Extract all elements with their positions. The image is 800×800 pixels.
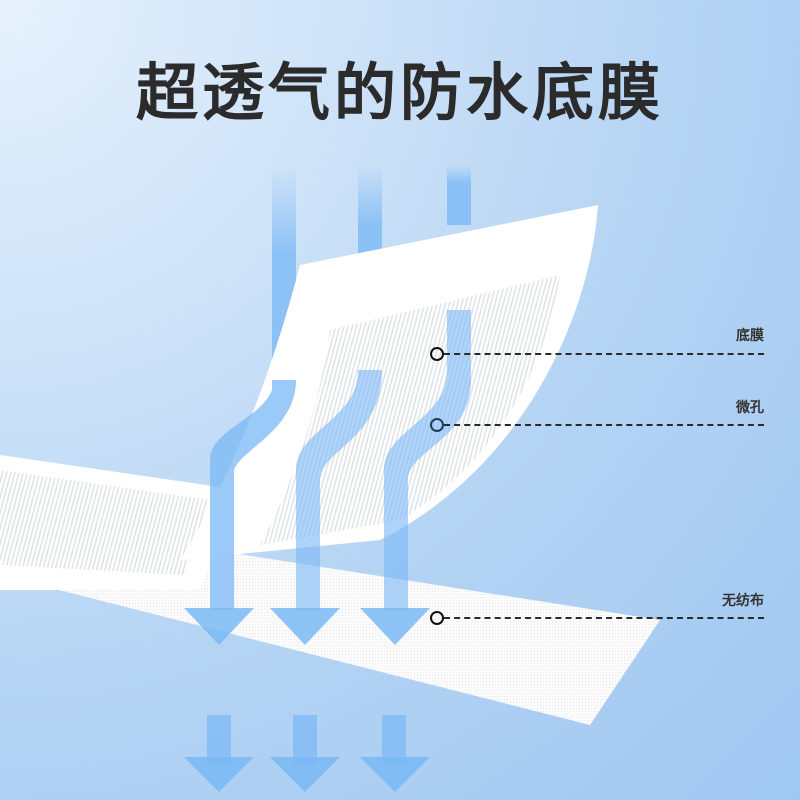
callout-dot (430, 418, 444, 432)
label-nonwoven: 无纺布 (722, 593, 764, 609)
arrow-head (184, 608, 254, 645)
arrow-head (184, 757, 254, 792)
callout-dot (430, 347, 444, 361)
page-title: 超透气的防水底膜 (135, 56, 664, 129)
arrow-head (360, 608, 430, 645)
callout-line (444, 617, 764, 619)
arrow-head (270, 608, 340, 645)
callout-line (444, 353, 764, 355)
arrow-head (270, 757, 340, 792)
airflow-arrow-shaft (447, 165, 471, 225)
callout-dot (430, 611, 444, 625)
label-base-film: 底膜 (736, 328, 764, 344)
callout-line (444, 424, 764, 426)
arrow-head (360, 757, 430, 792)
label-micropores: 微孔 (736, 400, 764, 416)
